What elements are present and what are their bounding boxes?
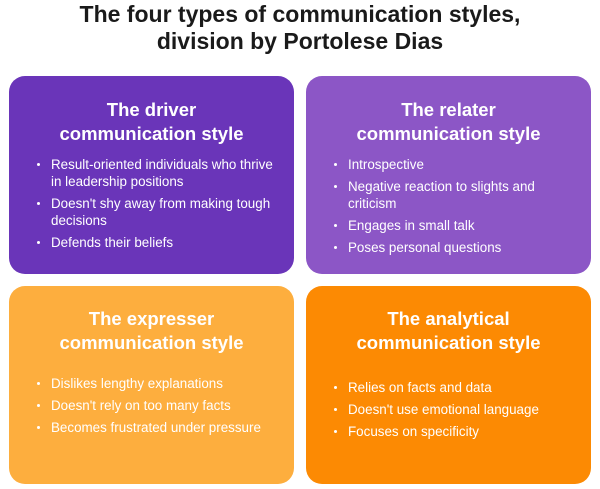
list-item: Focuses on specificity [332, 423, 583, 440]
list-item: Defends their beliefs [35, 234, 286, 251]
expresser-card-title: The expresser communication style [9, 307, 294, 355]
driver-card-title-line-1: The driver [106, 99, 197, 120]
list-item: Becomes frustrated under pressure [35, 419, 286, 436]
expresser-card: The expresser communication style Dislik… [9, 286, 294, 484]
page-title-line-2: division by Portolese Dias [156, 28, 444, 54]
list-item: Introspective [332, 156, 583, 173]
relater-card-title-line-1: The relater [401, 99, 496, 120]
list-item: Engages in small talk [332, 217, 583, 234]
relater-card-title-line-2: communication style [356, 123, 541, 144]
relater-card-title: The relater communication style [306, 98, 591, 146]
analytical-card-title: The analytical communication style [306, 307, 591, 355]
expresser-card-title-line-2: communication style [59, 332, 244, 353]
list-item: Negative reaction to slights and critici… [332, 178, 583, 212]
list-item: Result-oriented individuals who thrive i… [35, 156, 286, 190]
relater-card: The relater communication style Introspe… [306, 76, 591, 274]
relater-traits-list: Introspective Negative reaction to sligh… [332, 156, 583, 261]
list-item: Relies on facts and data [332, 379, 583, 396]
driver-card: The driver communication style Result-or… [9, 76, 294, 274]
list-item: Doesn't rely on too many facts [35, 397, 286, 414]
page-title: The four types of communication styles, … [0, 1, 600, 55]
driver-traits-list: Result-oriented individuals who thrive i… [35, 156, 286, 256]
expresser-card-title-line-1: The expresser [88, 308, 215, 329]
list-item: Poses personal questions [332, 239, 583, 256]
analytical-traits-list: Relies on facts and data Doesn't use emo… [332, 379, 583, 445]
analytical-card-title-line-1: The analytical [387, 308, 510, 329]
list-item: Dislikes lengthy explanations [35, 375, 286, 392]
page-title-line-1: The four types of communication styles, [79, 1, 521, 27]
driver-card-title: The driver communication style [9, 98, 294, 146]
list-item: Doesn't use emotional language [332, 401, 583, 418]
list-item: Doesn't shy away from making tough decis… [35, 195, 286, 229]
analytical-card-title-line-2: communication style [356, 332, 541, 353]
analytical-card: The analytical communication style Relie… [306, 286, 591, 484]
driver-card-title-line-2: communication style [59, 123, 244, 144]
expresser-traits-list: Dislikes lengthy explanations Doesn't re… [35, 375, 286, 441]
